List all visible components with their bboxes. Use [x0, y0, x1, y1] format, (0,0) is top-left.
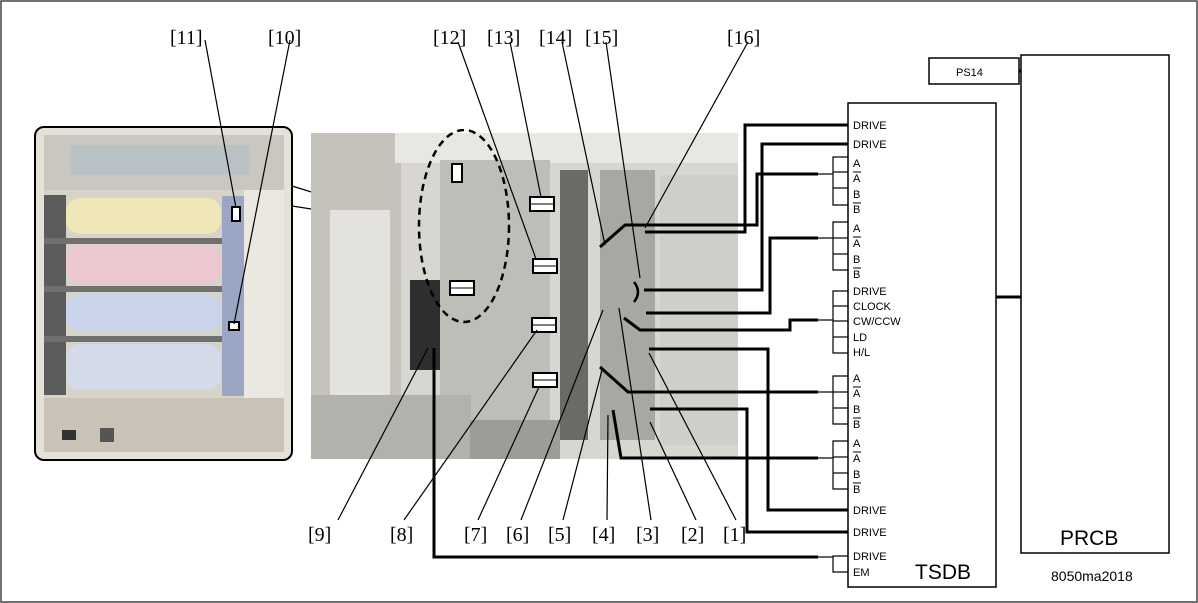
signal-ctrl-cwccw: CW/CCW	[853, 316, 901, 328]
signal-ctrl-clock: CLOCK	[853, 301, 892, 313]
signal-m2-b: B	[853, 254, 860, 266]
signal-em: EM	[853, 567, 870, 579]
signal-m3-a: A	[853, 373, 861, 385]
callout-15: [15]	[585, 27, 618, 49]
signal-ctrl-hl: H/L	[853, 347, 870, 359]
callout-8: [8]	[390, 524, 413, 546]
connector-12-icon	[533, 259, 557, 273]
callout-3: [3]	[636, 524, 659, 546]
signal-m1-b-bar: B	[853, 204, 860, 216]
signal-drive-1: DRIVE	[853, 120, 887, 132]
signal-m3-b: B	[853, 404, 860, 416]
toner-bottle-black	[66, 344, 221, 390]
connector-inset-top-icon	[452, 164, 462, 182]
callout-13: [13]	[487, 27, 520, 49]
signal-drive-4: DRIVE	[853, 527, 887, 539]
connector-inset-bottom-icon	[450, 281, 474, 295]
callout-10: [10]	[268, 27, 301, 49]
toner-bottle-yellow	[66, 198, 221, 234]
signal-m4-b-bar: B	[853, 484, 860, 496]
sensor-11-icon	[232, 207, 240, 221]
callout-7: [7]	[464, 524, 487, 546]
callout-11: [11]	[170, 27, 203, 49]
signal-m4-a: A	[853, 438, 861, 450]
prcb-board	[1021, 55, 1169, 553]
connector-13-icon	[530, 197, 554, 211]
callout-4: [4]	[592, 524, 615, 546]
signal-m2-a-bar: A	[853, 238, 861, 250]
callout-14: [14]	[539, 27, 572, 49]
signal-m2-a: A	[853, 223, 861, 235]
tsdb-label: TSDB	[915, 561, 971, 584]
signal-m4-b: B	[853, 469, 860, 481]
connector-7-icon	[533, 373, 557, 387]
connector-8-icon	[532, 318, 556, 332]
signal-m1-a: A	[853, 158, 861, 170]
signal-drive-2: DRIVE	[853, 139, 887, 151]
callout-1: [1]	[723, 524, 746, 546]
callout-5: [5]	[548, 524, 571, 546]
callout-6: [6]	[506, 524, 529, 546]
ps14-label: PS14	[956, 67, 983, 79]
toner-bottle-magenta	[66, 245, 221, 283]
figure-code: 8050ma2018	[1051, 568, 1133, 584]
signal-m4-a-bar: A	[853, 453, 861, 465]
signal-ctrl-drive: DRIVE	[853, 286, 887, 298]
signal-m1-a-bar: A	[853, 173, 861, 185]
signal-m3-a-bar: A	[853, 388, 861, 400]
callout-12: [12]	[433, 27, 466, 49]
signal-m2-b-bar: B	[853, 269, 860, 281]
inset-photo	[35, 127, 292, 460]
prcb-label: PRCB	[1060, 527, 1118, 550]
callout-16: [16]	[727, 27, 760, 49]
callout-2: [2]	[681, 524, 704, 546]
signal-drive-5: DRIVE	[853, 551, 887, 563]
signal-m1-b: B	[853, 189, 860, 201]
toner-bottle-cyan	[66, 294, 221, 332]
callout-9: [9]	[308, 524, 331, 546]
signal-drive-3: DRIVE	[853, 505, 887, 517]
signal-m3-b-bar: B	[853, 419, 860, 431]
signal-ctrl-ld: LD	[853, 332, 867, 344]
